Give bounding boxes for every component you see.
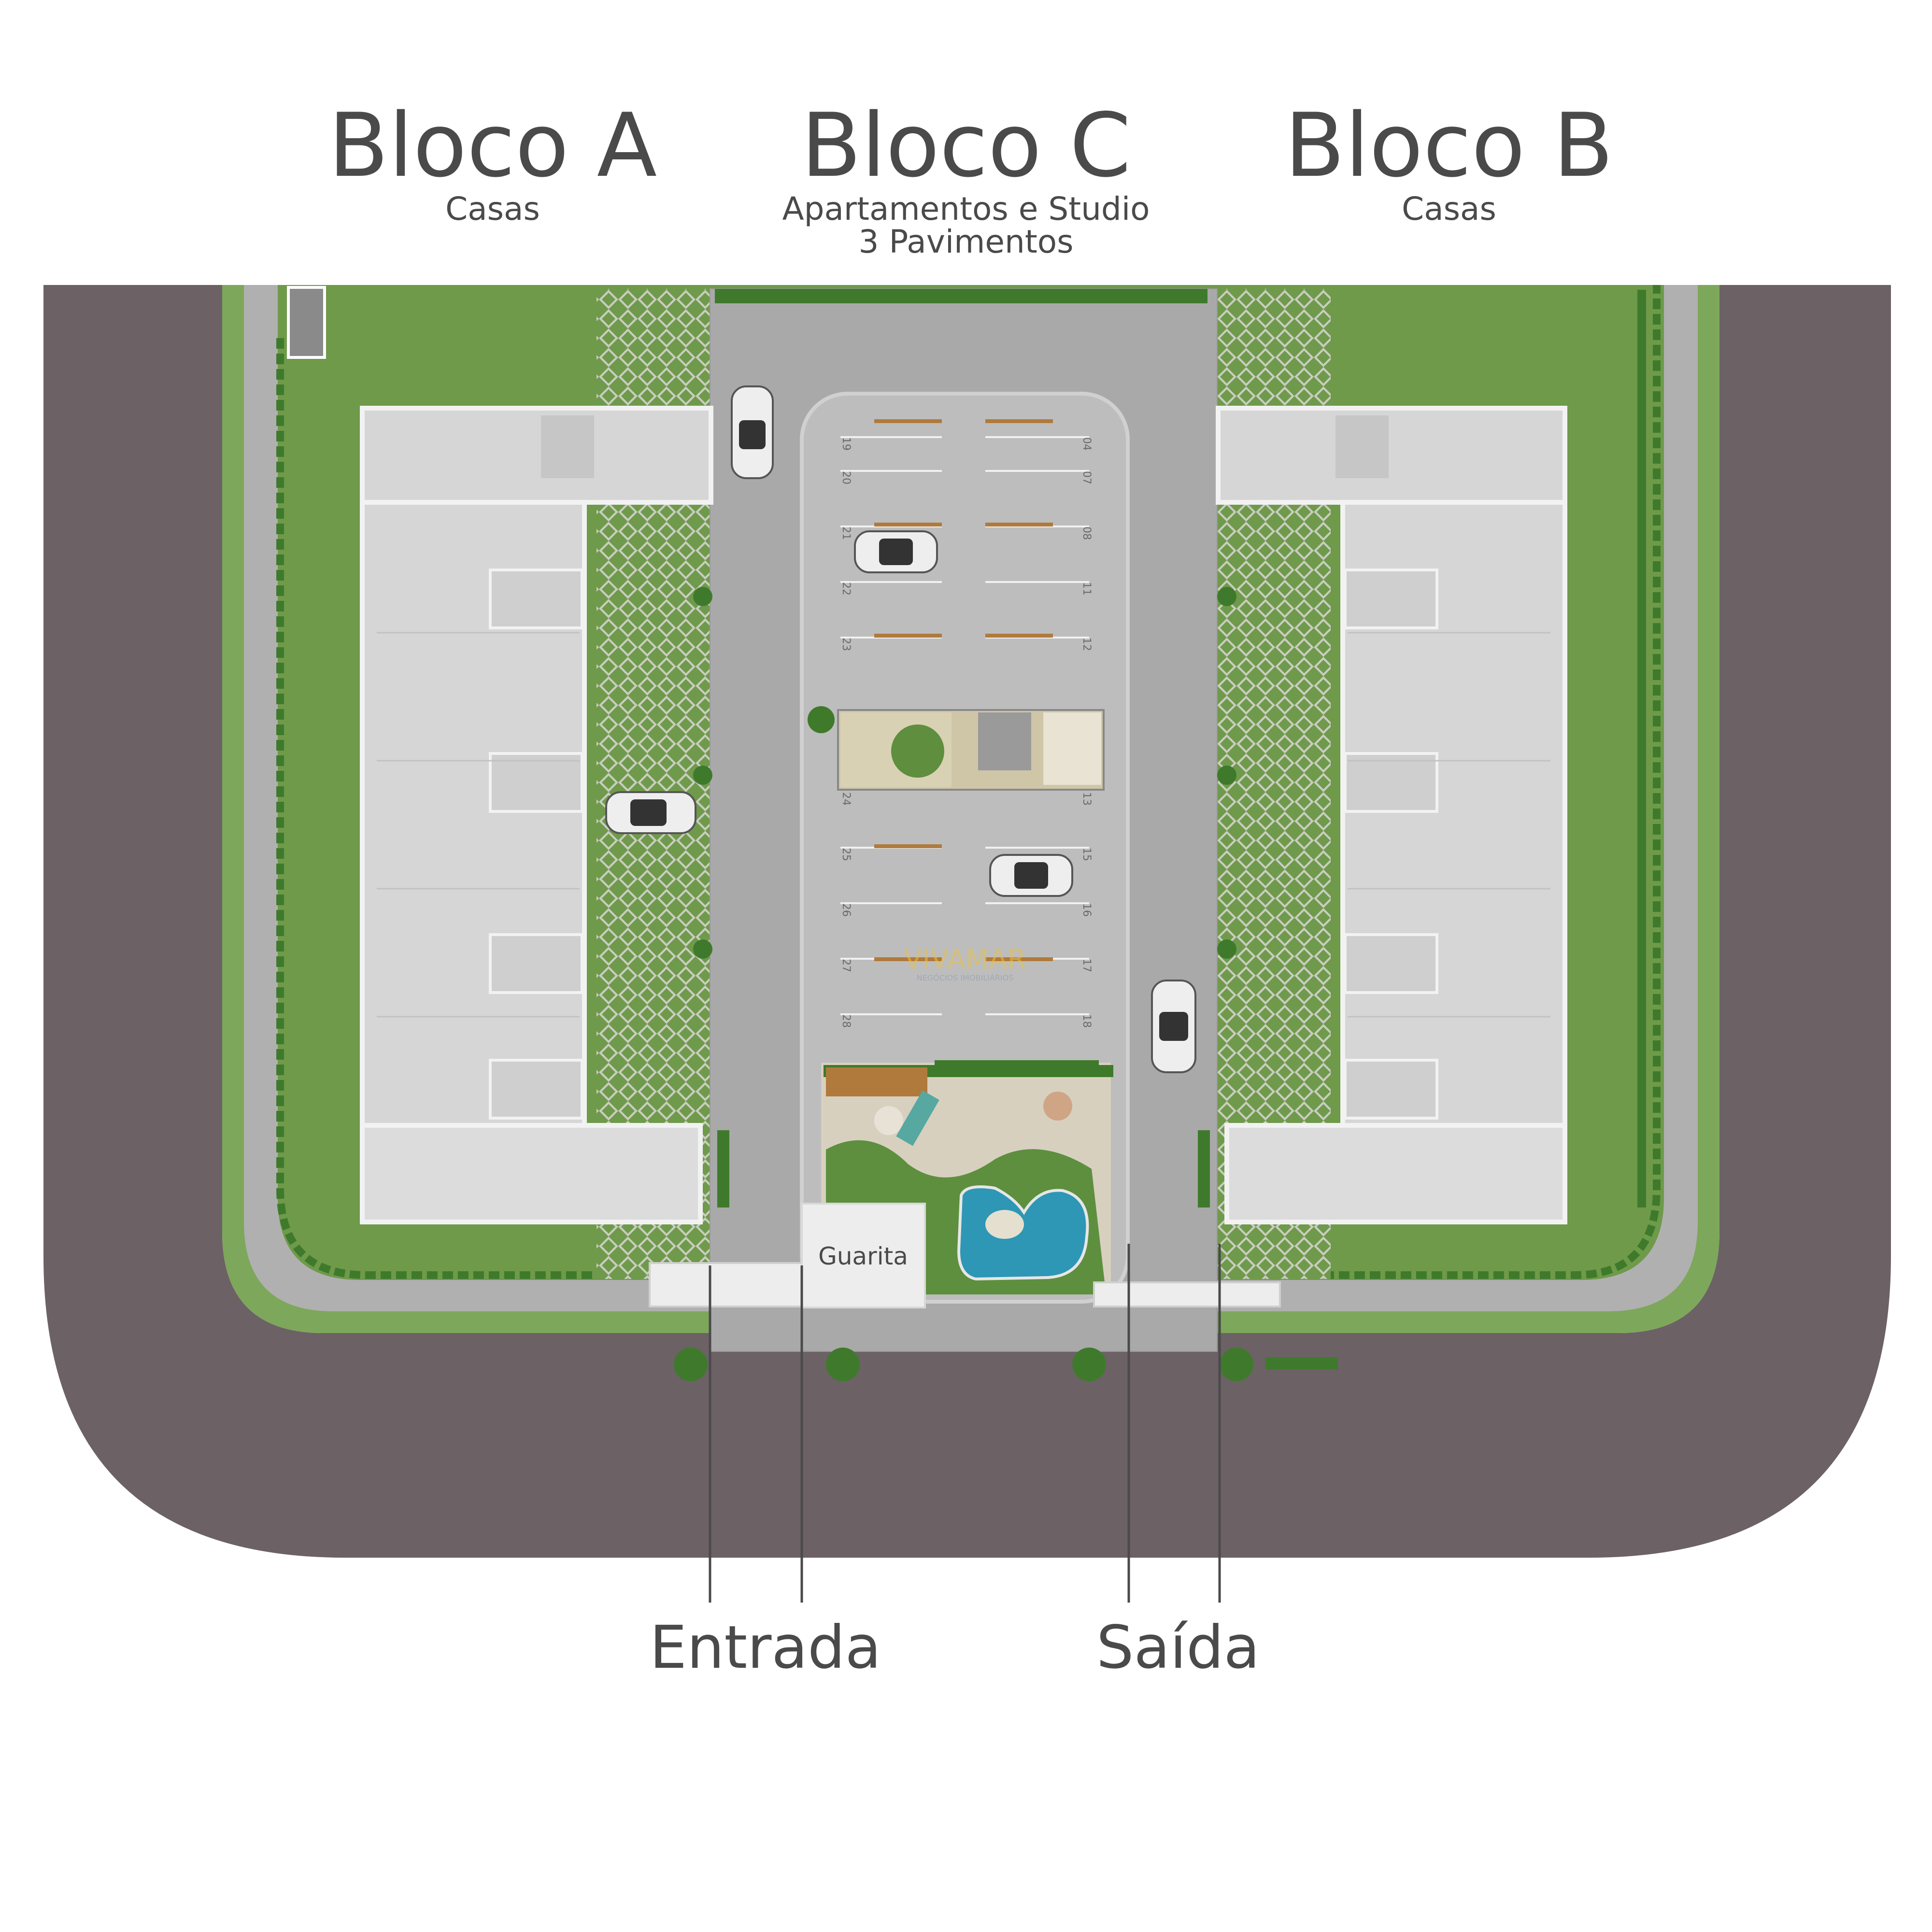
spot-number: 04 [1080,437,1093,451]
spot-number: 22 [840,582,852,596]
spot-number: 17 [1080,959,1093,972]
exit-wall [1093,1281,1281,1307]
shrubs [674,290,1646,1381]
bloco-a-subtitle: Casas [445,190,540,227]
spot-number: 25 [840,848,852,861]
bloco-c-core [808,706,1105,791]
guard-house: Guarita [801,1203,926,1308]
entrance-wall [649,1262,805,1307]
spot-number: 11 [1080,582,1093,596]
road [43,285,1891,1558]
bloco-b-building [1216,406,1567,1224]
spot-number: 24 [840,792,852,806]
spot-number: 18 [1080,1014,1093,1028]
bloco-c-floors: 3 Pavimentos [858,223,1074,260]
parking-numbers: 19 20 21 22 23 24 25 26 27 28 04 07 08 1… [840,437,1093,1028]
bloco-b-title: Bloco B [1284,94,1614,197]
spot-number: 07 [1080,471,1093,484]
spot-number: 15 [1080,848,1093,861]
spot-number: 26 [840,903,852,917]
watermark-tagline: NEGÓCIOS IMOBILIÁRIOS [917,973,1014,982]
parking-wheel-stops [874,419,1053,961]
bloco-a-building [360,406,713,1224]
watermark: VIVAMAR NEGÓCIOS IMOBILIÁRIOS [904,944,1026,982]
exit-label: Saída [1096,1613,1260,1682]
trash-enclosure [287,286,326,359]
callout-lines [709,1244,1221,1603]
spot-number: 08 [1080,526,1093,540]
spot-number: 27 [840,959,852,972]
bloco-c-subtitle: Apartamentos e Studio [782,190,1150,227]
guard-house-label: Guarita [818,1242,908,1270]
spot-number: 23 [840,638,852,651]
hedge-border [276,285,1661,1279]
bloco-a-title: Bloco A [328,94,657,197]
spot-number: 21 [840,526,852,540]
spot-number: 20 [840,471,852,484]
pool [957,1185,1089,1281]
spot-number: 19 [840,437,852,451]
top-hedge [715,289,1208,303]
spot-number: 13 [1080,792,1093,806]
spot-number: 28 [840,1014,852,1028]
watermark-brand: VIVAMAR [904,944,1026,975]
bloco-b-subtitle: Casas [1402,190,1496,227]
spot-number: 12 [1080,638,1093,651]
spot-number: 16 [1080,903,1093,917]
car-windows [630,420,1188,1041]
entrance-label: Entrada [650,1613,881,1682]
bloco-c-title: Bloco C [801,94,1131,197]
